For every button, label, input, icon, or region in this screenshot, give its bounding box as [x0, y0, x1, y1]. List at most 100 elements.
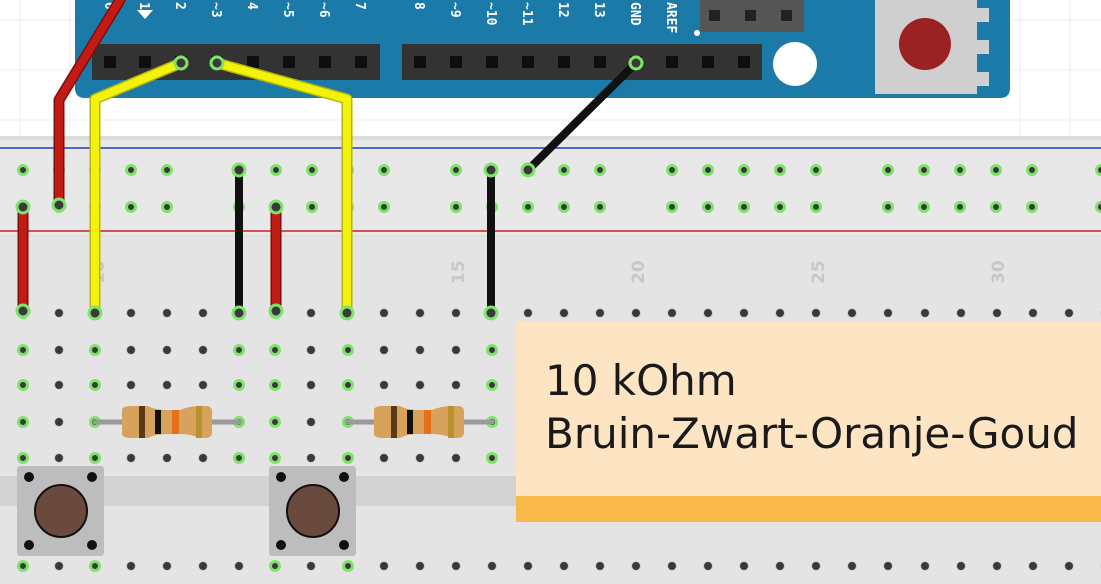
pushbutton-cap[interactable] [286, 484, 340, 538]
pin-header-digital-low [92, 44, 380, 80]
breadboard-hole [342, 344, 354, 356]
breadboard-hole [702, 201, 714, 213]
breadboard-hole [1095, 164, 1101, 176]
breadboard-hole [54, 308, 64, 318]
breadboard-hole [126, 345, 136, 355]
breadboard-hole [306, 345, 316, 355]
breadboard-hole [1064, 561, 1074, 571]
pushbutton-right[interactable] [269, 466, 356, 556]
breadboard-hole [956, 561, 966, 571]
note-body [516, 322, 1101, 496]
breadboard-hole [306, 308, 316, 318]
breadboard-hole [17, 344, 29, 356]
wire-black-gnd[interactable] [524, 59, 640, 174]
breadboard-hole [162, 345, 172, 355]
breadboard-hole [415, 561, 425, 571]
reset-button[interactable] [875, 0, 989, 94]
breadboard-hole [666, 164, 678, 176]
reset-button-cap[interactable] [899, 18, 951, 70]
breadboard-hole [595, 308, 605, 318]
pin-label: 7 [352, 2, 367, 10]
breadboard-hole [378, 201, 390, 213]
breadboard-hole [810, 201, 822, 213]
resistor-left[interactable] [92, 406, 243, 438]
breadboard-hole [198, 561, 208, 571]
breadboard-hole [415, 380, 425, 390]
breadboard-hole [595, 561, 605, 571]
breadboard-hole [379, 380, 389, 390]
breadboard-hole [811, 561, 821, 571]
breadboard-hole [1064, 308, 1074, 318]
band-orange [424, 410, 431, 434]
breadboard-hole [738, 201, 750, 213]
breadboard-hole [486, 379, 498, 391]
header-socket [558, 56, 570, 68]
breadboard-hole [89, 344, 101, 356]
band-brown [391, 406, 397, 438]
pin-label: 0 [101, 2, 116, 10]
band-brown [139, 406, 145, 438]
breadboard-hole [990, 201, 1002, 213]
breadboard-hole [450, 164, 462, 176]
band-gold [448, 406, 454, 438]
pin-label: 2 [172, 2, 187, 10]
breadboard-hole [775, 561, 785, 571]
breadboard-hole [558, 164, 570, 176]
breadboard-hole [775, 308, 785, 318]
header-socket [414, 56, 426, 68]
breadboard-hole [126, 308, 136, 318]
pin-label: ~5 [280, 2, 295, 18]
breadboard-hole [54, 345, 64, 355]
header-socket [702, 56, 714, 68]
breadboard-hole [342, 379, 354, 391]
breadboard-hole [1095, 201, 1101, 213]
breadboard-hole [774, 164, 786, 176]
column-number: 15 [449, 260, 469, 284]
breadboard-hole [54, 561, 64, 571]
pin-label: 8 [411, 2, 426, 10]
breadboard-hole [703, 308, 713, 318]
resistor-right[interactable] [344, 406, 495, 438]
column-number: 30 [989, 260, 1009, 284]
breadboard-hole [522, 201, 534, 213]
breadboard-hole [883, 561, 893, 571]
column-number: 20 [629, 260, 649, 284]
breadboard-hole [738, 164, 750, 176]
breadboard-hole [306, 201, 318, 213]
breadboard-hole [269, 416, 281, 428]
header-socket [247, 56, 259, 68]
header-socket [522, 56, 534, 68]
mounting-hole [773, 42, 817, 86]
breadboard-hole [847, 308, 857, 318]
pushbutton-left[interactable] [17, 466, 104, 556]
breadboard-hole [233, 379, 245, 391]
band-black [407, 410, 413, 434]
breadboard-hole [594, 164, 606, 176]
breadboard-hole [451, 345, 461, 355]
pushbutton-cap[interactable] [34, 484, 88, 538]
breadboard-hole [810, 164, 822, 176]
header-socket [319, 56, 331, 68]
breadboard-hole [956, 308, 966, 318]
header-socket [738, 56, 750, 68]
band-orange [172, 410, 179, 434]
breadboard-hole [306, 453, 316, 463]
breadboard-hole [234, 561, 244, 571]
breadboard-hole [1026, 201, 1038, 213]
breadboard-hole [667, 308, 677, 318]
breadboard-hole [161, 201, 173, 213]
top-power-rail [0, 140, 1101, 235]
pin-label: ~3 [208, 2, 223, 18]
breadboard-hole [126, 561, 136, 571]
pin-label: 1 [136, 2, 151, 10]
breadboard-hole [378, 164, 390, 176]
note-resistance: 10 kOhm [545, 356, 737, 405]
header-socket [104, 56, 116, 68]
breadboard-hole [306, 164, 318, 176]
breadboard-hole [125, 164, 137, 176]
breadboard-hole [667, 561, 677, 571]
breadboard-hole [918, 164, 930, 176]
breadboard-hole [486, 344, 498, 356]
